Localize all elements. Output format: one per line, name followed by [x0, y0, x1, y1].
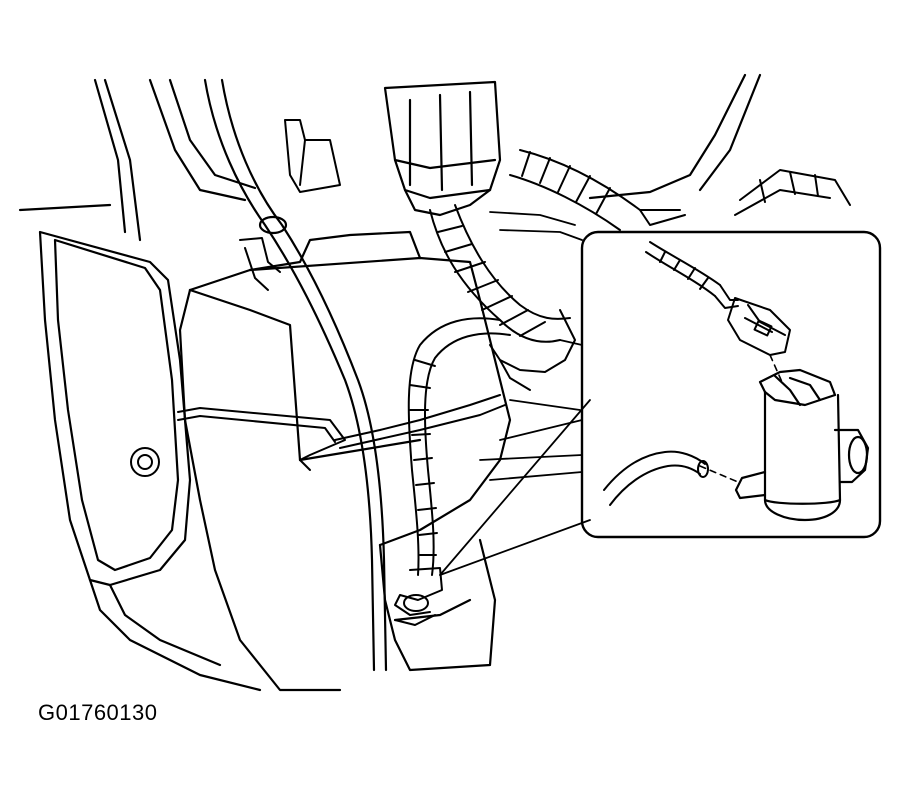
inset-frame [580, 230, 882, 539]
body-panel-left [38, 230, 262, 692]
upper-corrugated-hose [509, 149, 851, 231]
top-connector [383, 80, 502, 217]
washer-reservoir [178, 230, 512, 692]
engine-bay-detail [479, 211, 583, 481]
mounting-hole [130, 447, 160, 477]
inset-leader-lines [439, 399, 591, 576]
washer-pump-motor [734, 368, 870, 522]
inset-connector [727, 297, 791, 356]
inset-detail [580, 230, 882, 539]
top-bracket [239, 119, 341, 291]
harness-clip [394, 567, 443, 626]
reservoir-bracket [177, 394, 506, 471]
upper-frame [18, 73, 762, 242]
figure-id-label: G01760130 [38, 700, 158, 725]
inset-dashed-guides [699, 354, 783, 483]
main-harness [429, 204, 576, 391]
inset-hose [603, 450, 709, 506]
washer-hose [203, 78, 388, 672]
pump-harness [407, 317, 511, 576]
inset-harness [645, 241, 739, 309]
